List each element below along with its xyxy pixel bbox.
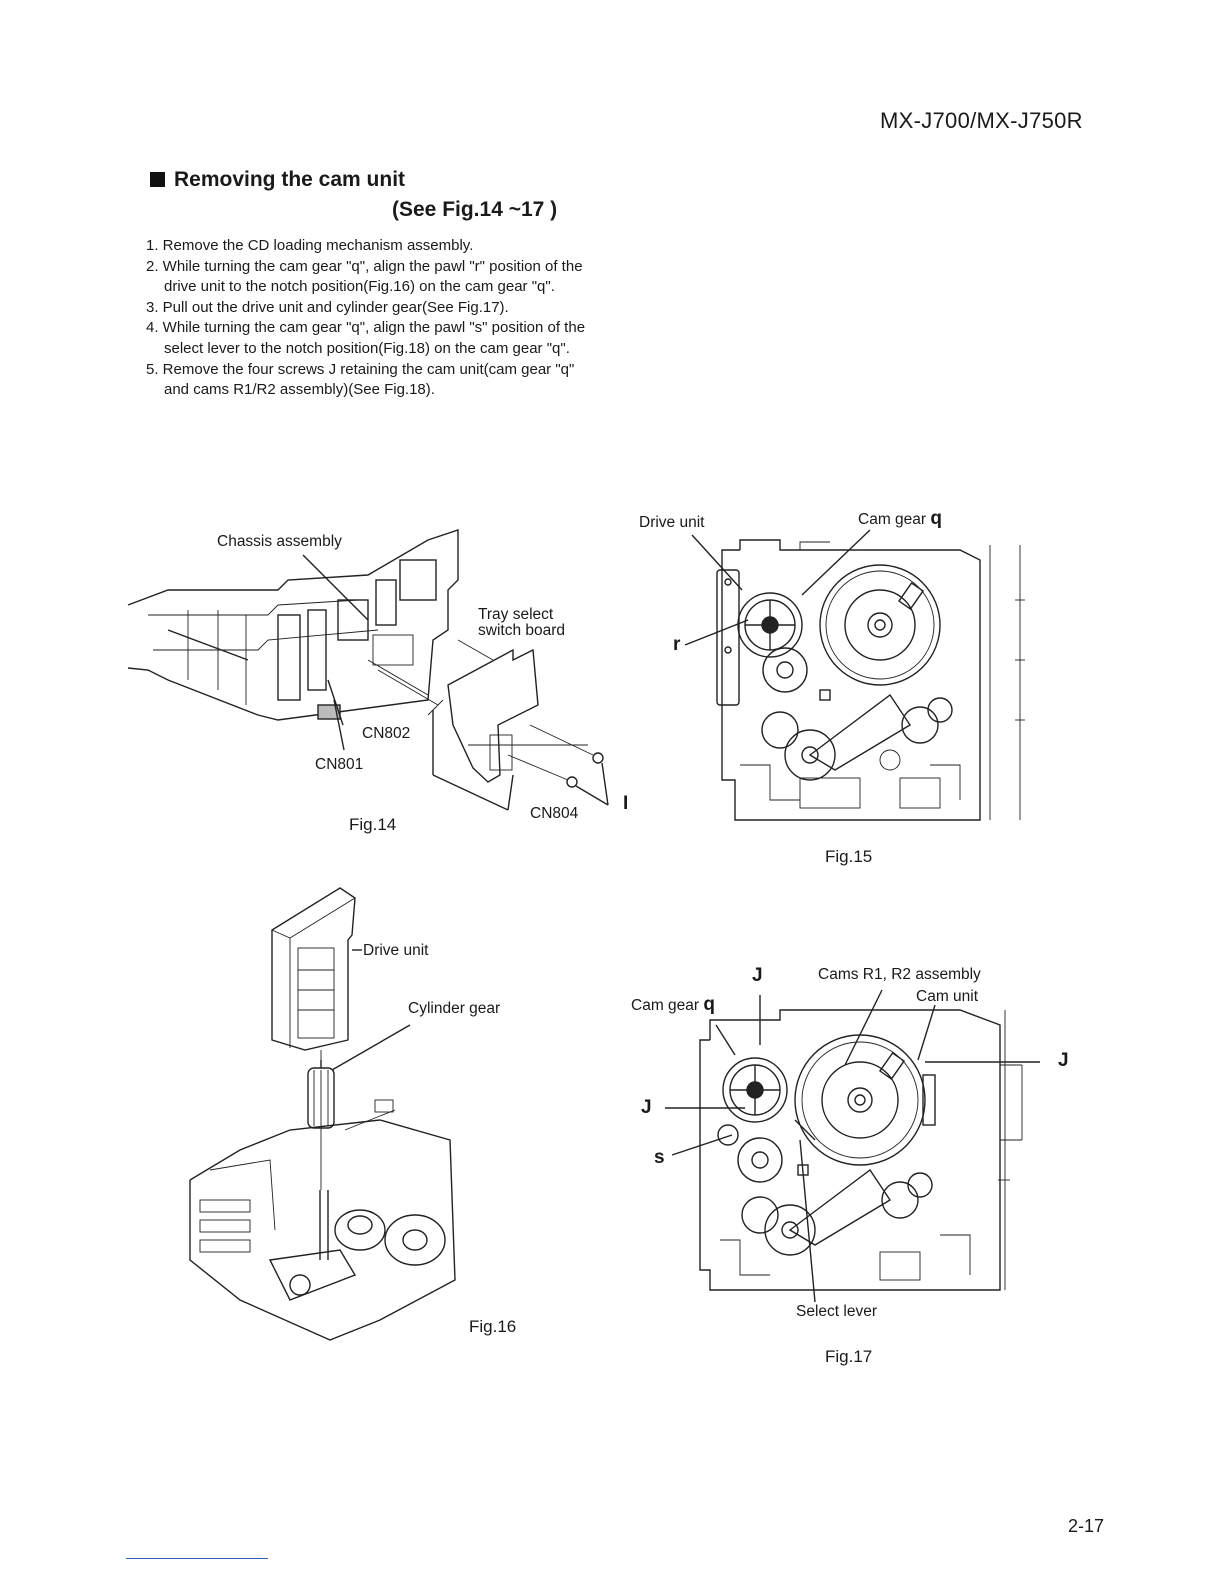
fig14-cn801-label: CN801 — [315, 756, 364, 773]
fig17-caption: Fig.17 — [825, 1347, 873, 1366]
mechanism-base — [189, 1099, 456, 1341]
step-1: 1. Remove the CD loading mechanism assem… — [146, 237, 474, 254]
mechanism-frame — [699, 1009, 1023, 1291]
lower-gears — [761, 647, 953, 781]
fig17-j-right-label: J — [1058, 1050, 1069, 1071]
small-cam-gear — [722, 1057, 788, 1123]
fig14-caption: Fig.14 — [349, 815, 397, 834]
step-4: 4. While turning the cam gear "q", align… — [146, 319, 586, 357]
lower-gears — [717, 1119, 933, 1256]
cylinder-gear-part — [307, 1060, 335, 1129]
square-bullet-icon — [150, 172, 165, 187]
footer-rule — [126, 1558, 268, 1559]
fig14-tray-select-label-1: Tray select — [478, 606, 554, 623]
fig17-drawing — [665, 989, 1040, 1303]
fig16-drawing — [189, 887, 456, 1341]
fig17-j-left-label: J — [641, 1097, 652, 1118]
fig17-cam-gear-label: Cam gear q — [631, 994, 715, 1016]
fig17-pawl-s-label: s — [654, 1147, 665, 1168]
small-cam-gear — [737, 592, 803, 658]
mechanism-frame — [721, 539, 1025, 821]
fig15-cam-gear-text: Cam gear — [858, 511, 927, 528]
chassis-assembly-drawing — [127, 529, 459, 721]
section-title-text: Removing the cam unit — [174, 168, 406, 191]
fig17-select-lever-label: Select lever — [796, 1303, 877, 1320]
step-3: 3. Pull out the drive unit and cylinder … — [146, 298, 509, 316]
fig17-j-top-label: J — [752, 965, 763, 986]
drive-unit-part — [271, 887, 362, 1051]
fig15-cam-gear-key: q — [930, 508, 942, 529]
see-figures-note: (See Fig.14 ~17 ) — [392, 198, 558, 221]
fig17-cam-unit-label: Cam unit — [916, 988, 979, 1005]
large-cam-gear — [819, 564, 941, 686]
tray-select-board-drawing — [427, 648, 588, 811]
section-title: Removing the cam unit — [150, 168, 405, 192]
fig15-caption: Fig.15 — [825, 847, 873, 866]
step-5: 5. Remove the four screws J retaining th… — [146, 360, 575, 399]
fig14-tray-select-label-2: switch board — [478, 622, 566, 639]
model-number: MX-J700/MX-J750R — [880, 108, 1083, 133]
fig15-drive-unit-label: Drive unit — [639, 514, 705, 531]
page-number: 2-17 — [1068, 1516, 1105, 1536]
fig16-drive-unit-label: Drive unit — [363, 942, 429, 959]
fig17-cam-gear-key: q — [703, 994, 715, 1015]
fig14-screw-label: I — [623, 793, 629, 814]
large-cam-unit — [794, 1034, 936, 1166]
fig17-cam-gear-text: Cam gear — [631, 997, 700, 1014]
fig14-cn802-label: CN802 — [362, 725, 411, 742]
fig15-pawl-r-label: r — [673, 634, 681, 655]
fig16-cylinder-gear-label: Cylinder gear — [408, 1000, 501, 1017]
drive-unit-plate — [716, 569, 740, 706]
fig15-cam-gear-label: Cam gear q — [858, 508, 942, 530]
fig17-cams-assembly-label: Cams R1, R2 assembly — [818, 966, 981, 983]
fig14-drawing — [127, 529, 609, 811]
fig16-caption: Fig.16 — [469, 1317, 517, 1336]
fig15-drawing — [684, 529, 1025, 821]
screws-drawing — [507, 724, 609, 806]
procedure-steps: 1. Remove the CD loading mechanism assem… — [146, 236, 596, 401]
step-2: 2. While turning the cam gear "q", align… — [146, 257, 583, 296]
fig14-chassis-assembly-label: Chassis assembly — [217, 533, 342, 550]
fig14-cn804-label: CN804 — [530, 805, 579, 822]
